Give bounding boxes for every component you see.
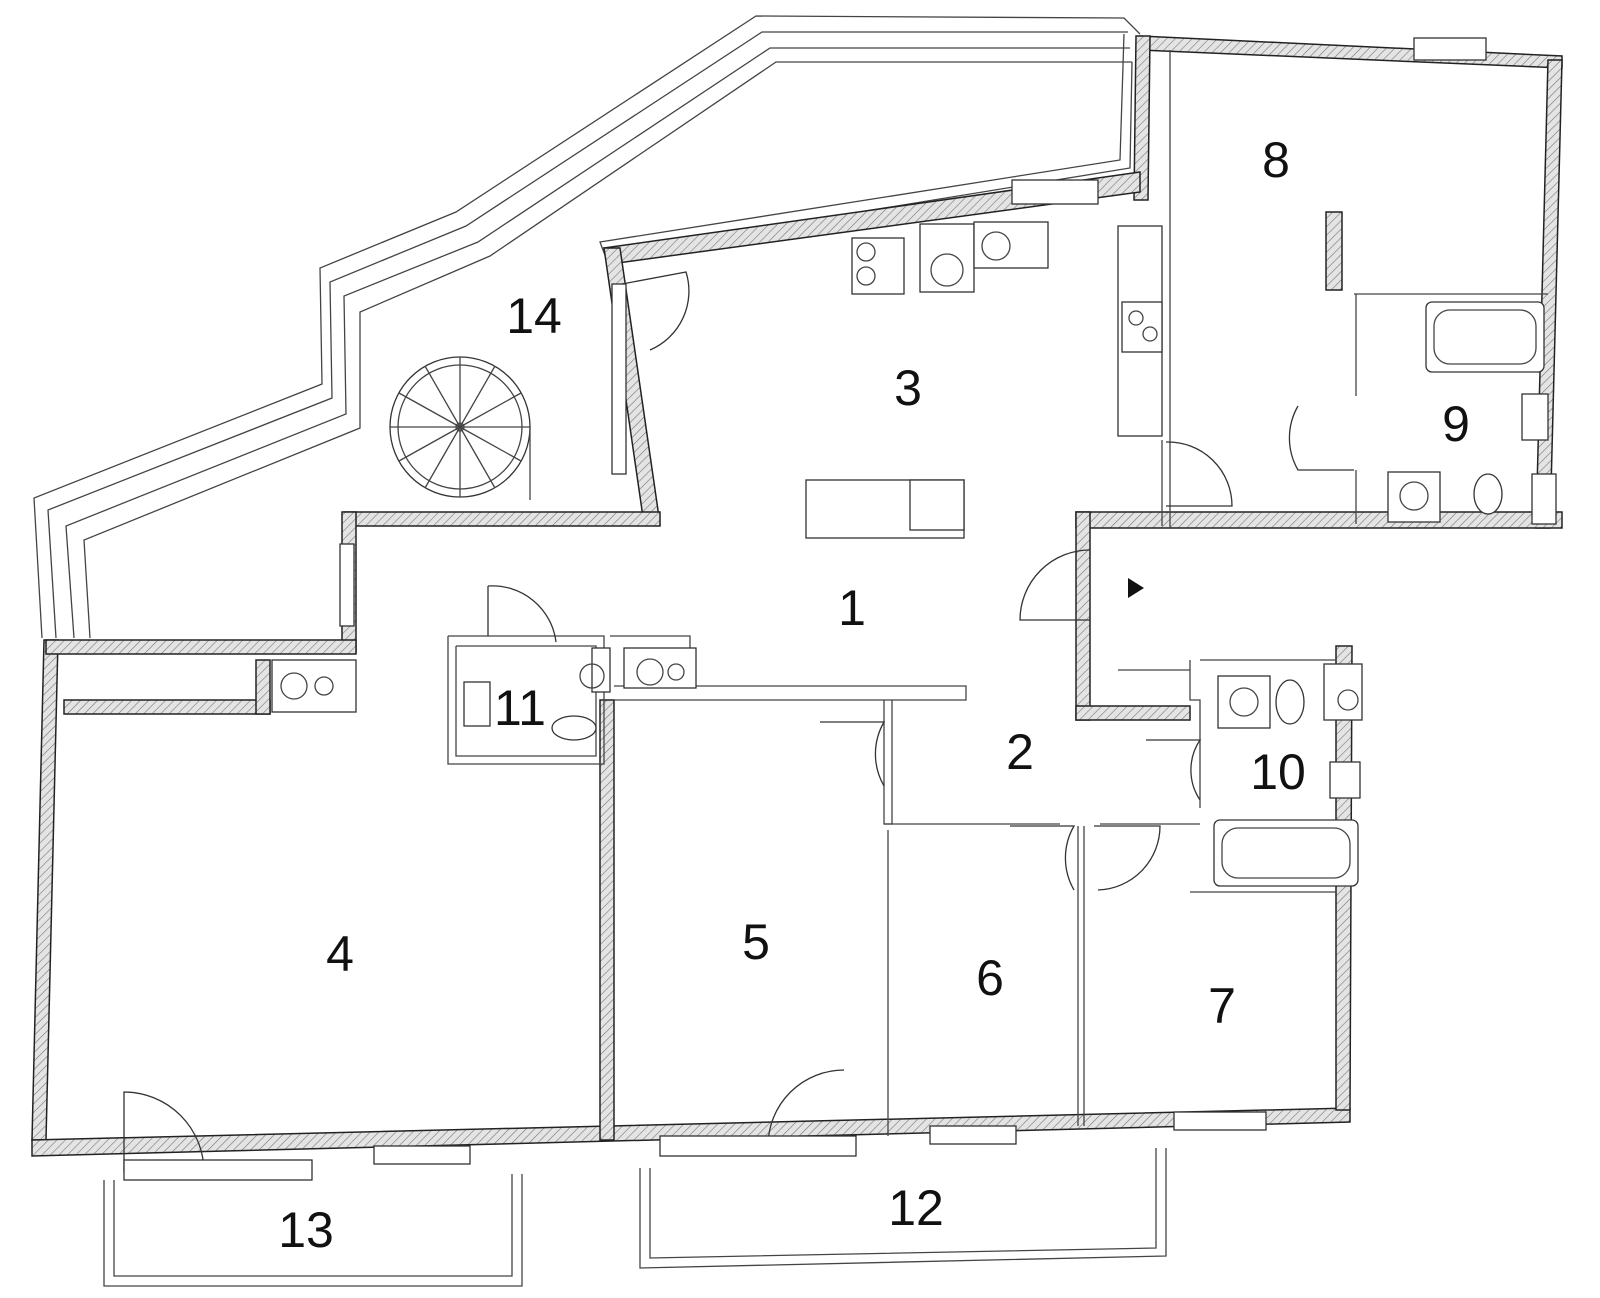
room-label-13: 13 [278, 1202, 334, 1258]
bathroom-fixtures [271, 301, 1557, 887]
spiral-staircase [389, 356, 531, 500]
windows [123, 37, 1487, 1181]
room-label-8: 8 [1262, 132, 1290, 188]
room-label-14: 14 [506, 288, 562, 344]
terrace-parapet [33, 15, 1141, 639]
room-label-10: 10 [1250, 744, 1306, 800]
room-labels: 1 2 3 4 5 6 7 8 9 10 11 12 13 14 [278, 132, 1470, 1258]
balcony-outlines [103, 1148, 1167, 1287]
room-label-2: 2 [1006, 724, 1034, 780]
room-label-6: 6 [976, 950, 1004, 1006]
entrance-arrow-icon [1128, 578, 1144, 598]
kitchen-fixtures [805, 221, 1163, 539]
room-label-4: 4 [326, 926, 354, 982]
room-label-12: 12 [888, 1180, 944, 1236]
room-label-7: 7 [1208, 978, 1236, 1034]
room-label-1: 1 [838, 580, 866, 636]
room-label-3: 3 [894, 360, 922, 416]
room-label-9: 9 [1442, 396, 1470, 452]
exterior-walls [31, 35, 1563, 1157]
room-label-11: 11 [494, 680, 546, 736]
room-label-5: 5 [742, 914, 770, 970]
